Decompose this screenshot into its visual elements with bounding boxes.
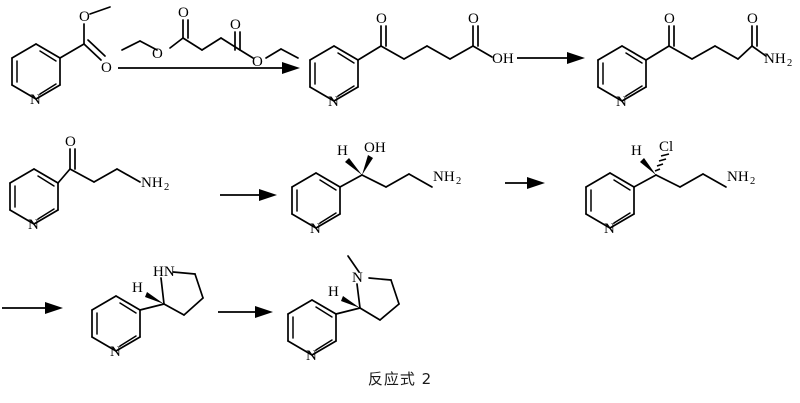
atom-label-hydroxyl-OH: OH xyxy=(364,140,386,156)
stereo-wedge-H xyxy=(640,158,656,175)
atom-label-pyridine-N: N xyxy=(328,94,339,110)
atom-label-ester-O-left: O xyxy=(152,46,163,62)
atom-label-stereo-H: H xyxy=(337,143,348,159)
stereo-wedge-OH xyxy=(362,155,373,175)
stereo-wedge-H xyxy=(145,292,164,304)
reaction-arrow-1 xyxy=(118,62,300,74)
reaction-arrow-6 xyxy=(218,306,273,318)
structure-methyl-nicotinate: N O O xyxy=(11,6,112,108)
stereo-hash-Cl xyxy=(654,153,670,172)
atom-label-ketone-O: O xyxy=(376,11,387,27)
atom-label-amine-NH2: NH xyxy=(433,169,455,185)
reaction-arrow-5 xyxy=(2,302,63,314)
atom-label-pyridine-N: N xyxy=(306,348,317,364)
atom-label-pyridine-N: N xyxy=(28,217,39,233)
atom-label-carbonyl-O-right: O xyxy=(230,17,241,33)
atom-label-amide-O: O xyxy=(747,11,758,27)
structure-oxo-pyridinyl-pentanamide: N O O NH 2 xyxy=(597,11,792,110)
structure-amino-pyridinyl-butanol: N H OH NH 2 xyxy=(291,140,461,237)
atom-label-amide-NH2-subscript: 2 xyxy=(787,58,792,69)
atom-label-pyridine-N: N xyxy=(616,94,627,110)
atom-label-carbonyl-O-left: O xyxy=(178,5,189,21)
atom-label-ester-O-right: O xyxy=(252,54,263,70)
atom-label-acid-O: O xyxy=(468,11,479,27)
stereo-wedge-H xyxy=(341,296,360,308)
reaction-row-3: N HN H xyxy=(2,255,400,364)
atom-label-pyridine-N: N xyxy=(110,344,121,360)
atom-label-amine-NH2: NH xyxy=(727,169,749,185)
atom-label-stereo-H: H xyxy=(132,280,143,296)
atom-label-chlorine-Cl: Cl xyxy=(659,139,673,155)
atom-label-stereo-H: H xyxy=(631,143,642,159)
structure-nornicotine: N HN H xyxy=(91,264,204,360)
atom-label-pyridine-N: N xyxy=(30,92,41,108)
atom-label-amide-NH2: NH xyxy=(764,51,786,67)
atom-label-ketone-O: O xyxy=(65,134,76,150)
reaction-arrow-2 xyxy=(517,52,585,64)
atom-label-amine-NH2: NH xyxy=(141,175,163,191)
atom-label-pyrrolidine-N: N xyxy=(352,270,363,286)
atom-label-amine-NH2-subscript: 2 xyxy=(164,182,169,193)
atom-label-carbonyl-O: O xyxy=(101,60,112,76)
reaction-row-2: N O NH 2 N xyxy=(9,134,755,237)
reaction-row-1: N O O O O xyxy=(11,5,792,110)
reaction-arrow-3 xyxy=(220,189,277,201)
figure-caption: 反应式 2 xyxy=(367,370,433,388)
atom-label-acid-OH: OH xyxy=(492,51,514,67)
atom-label-amine-NH2-subscript: 2 xyxy=(456,176,461,187)
reagent-diethyl-glutarate: O O O O xyxy=(121,5,299,70)
atom-label-pyridine-N: N xyxy=(310,221,321,237)
atom-label-pyridine-N: N xyxy=(604,221,615,237)
stereo-wedge-H xyxy=(345,158,362,175)
atom-label-ketone-O: O xyxy=(664,11,675,27)
structure-chloro-pyridinyl-butanamine: N H Cl NH 2 xyxy=(585,139,755,237)
structure-oxo-pyridinyl-pentanoic-acid: N O O OH xyxy=(309,11,514,110)
atom-label-pyrrolidine-HN: HN xyxy=(153,264,175,280)
atom-label-ester-O: O xyxy=(79,9,90,25)
atom-label-amine-NH2-subscript: 2 xyxy=(750,176,755,187)
structure-nicotine: N N H xyxy=(287,255,400,364)
atom-label-stereo-H: H xyxy=(328,284,339,300)
reaction-arrow-4 xyxy=(505,177,545,189)
structure-amino-pyridinyl-butanone: N O NH 2 xyxy=(9,134,169,233)
